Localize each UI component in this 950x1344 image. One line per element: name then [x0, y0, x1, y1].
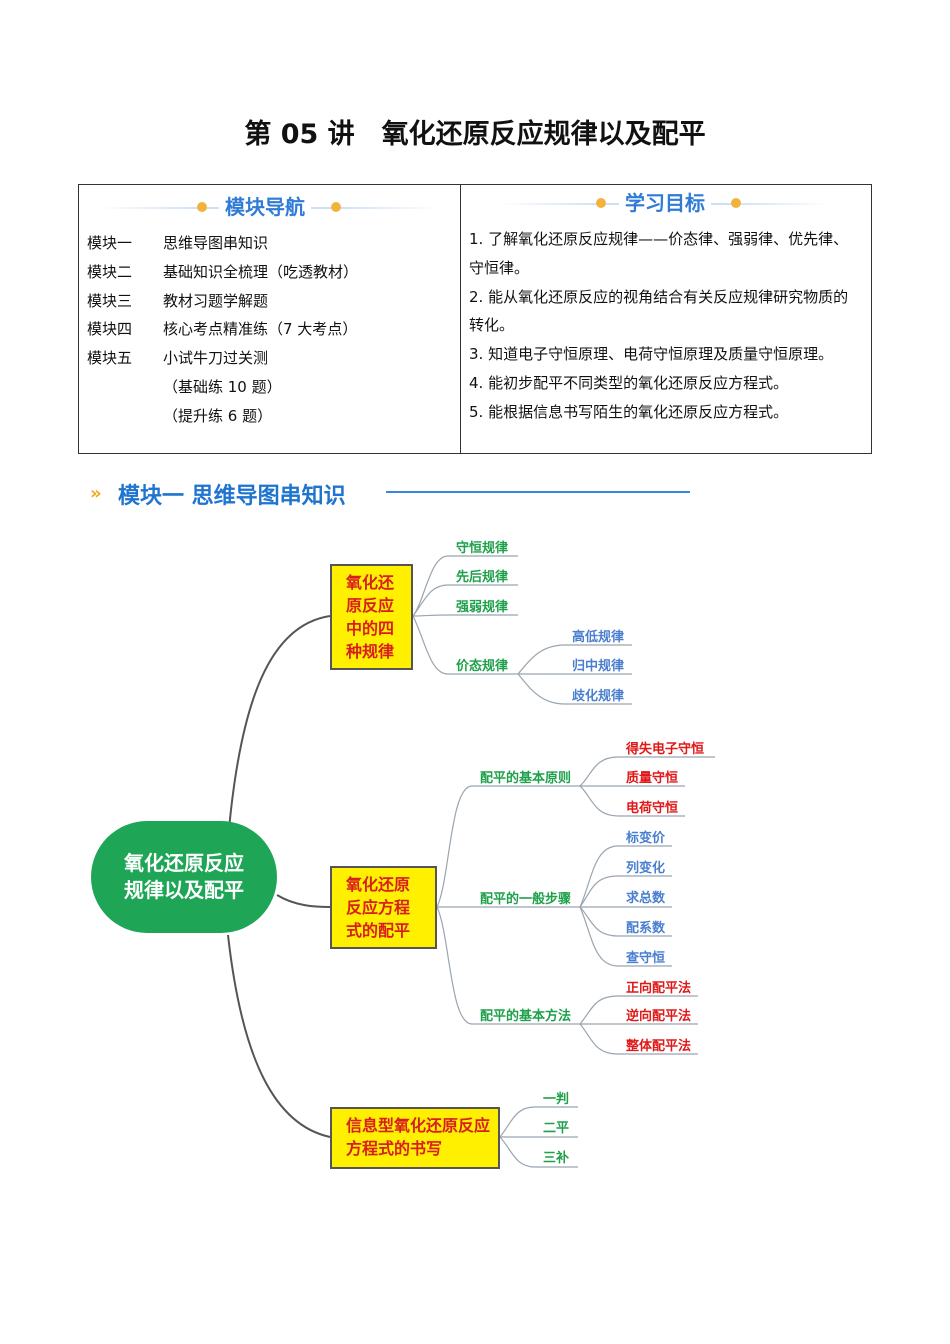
module-text: 教材习题学解题: [163, 291, 269, 310]
leaf-step-mark-valence: 标变价: [626, 831, 666, 846]
header-dot-icon: [731, 198, 741, 208]
leaf-order-rule: 先后规律: [456, 570, 509, 585]
learning-goals-heading: 学习目标: [619, 187, 711, 216]
module-item: 模块一 思维导图串知识: [87, 229, 358, 258]
module-key: 模块五: [87, 349, 133, 368]
branch-info-equations-label: 信息型氧化还原反应方程式的书写: [346, 1116, 491, 1158]
module-item: 模块二 基础知识全梳理（吃透教材）: [87, 258, 358, 287]
module-list: 模块一 思维导图串知识 模块二 基础知识全梳理（吃透教材） 模块三 教材习题学解题 模…: [87, 229, 358, 431]
section-header: » 模块一 思维导图串知识: [90, 478, 710, 510]
leaf-forward-method: 正向配平法: [626, 981, 692, 996]
leaf-judge: 一判: [543, 1092, 570, 1107]
section-title: 模块一 思维导图串知识: [118, 484, 346, 509]
mindmap-root-label: 氧化还原反应规律以及配平: [124, 851, 244, 902]
module-key: 模块三: [87, 291, 133, 310]
leaf-conservation-rule: 守恒规律: [456, 541, 509, 556]
sub-steps: 配平的一般步骤: [480, 892, 572, 907]
leaf-step-list-change: 列变化: [626, 861, 666, 876]
sub-principles: 配平的基本原则: [480, 771, 572, 786]
goal-item: 3. 知道电子守恒原理、电荷守恒原理及质量守恒原理。: [469, 345, 834, 364]
module-item: 模块四 核心考点精准练（7 大考点）: [87, 315, 358, 344]
branch-balancing: 氧化还原反应方程式的配平: [330, 866, 437, 949]
module-text: 基础知识全梳理（吃透教材）: [163, 262, 359, 281]
branch-balancing-label: 氧化还原反应方程式的配平: [346, 875, 411, 940]
leaf-overall-method: 整体配平法: [626, 1039, 692, 1054]
module-text: 小试牛刀过关测: [163, 349, 269, 368]
mindmap-root: 氧化还原反应规律以及配平: [91, 821, 277, 933]
sub-methods: 配平的基本方法: [480, 1009, 572, 1024]
module-nav-header: 模块导航: [79, 191, 460, 225]
module-text: 思维导图串知识: [163, 234, 269, 252]
goal-item: 4. 能初步配平不同类型的氧化还原反应方程式。: [469, 373, 789, 392]
goal-item: 5. 能根据信息书写陌生的氧化还原反应方程式。: [469, 402, 789, 421]
leaf-charge-conservation: 电荷守恒: [626, 801, 679, 816]
goal-list: 1. 了解氧化还原反应规律——价态律、强弱律、优先律、守恒律。 2. 能从氧化还…: [469, 225, 861, 427]
leaf-balance: 二平: [543, 1121, 570, 1136]
leaf-high-low-rule: 高低规律: [572, 630, 625, 645]
leaf-electron-conservation: 得失电子守恒: [626, 742, 705, 757]
leaf-comproportionation-rule: 归中规律: [572, 659, 625, 674]
leaf-supplement: 三补: [543, 1151, 570, 1166]
module-key: 模块四: [87, 320, 133, 339]
leaf-step-check: 查守恒: [626, 951, 666, 966]
section-underline: [386, 491, 690, 493]
goal-item: 1. 了解氧化还原反应规律——价态律、强弱律、优先律、守恒律。: [469, 230, 849, 277]
branch-info-equations: 信息型氧化还原反应方程式的书写: [330, 1107, 500, 1169]
leaf-disproportionation-rule: 歧化规律: [572, 689, 625, 704]
leaf-step-coefficients: 配系数: [626, 921, 666, 936]
module-text: 核心考点精准练（7 大考点）: [163, 320, 358, 339]
module-item: 模块五 小试牛刀过关测: [87, 344, 358, 373]
learning-goals-header: 学习目标: [461, 187, 871, 221]
module-key: 模块二: [87, 262, 133, 281]
leaf-step-total: 求总数: [626, 891, 666, 906]
module-text: （提升练 6 题）: [163, 406, 273, 425]
leaf-strength-rule: 强弱规律: [456, 600, 509, 615]
learning-goals: 学习目标 1. 了解氧化还原反应规律——价态律、强弱律、优先律、守恒律。 2. …: [461, 185, 871, 453]
goal-item: 2. 能从氧化还原反应的视角结合有关反应规律研究物质的转化。: [469, 287, 849, 335]
header-dot-icon: [197, 202, 207, 212]
module-item: 模块三 教材习题学解题: [87, 287, 358, 316]
branch-four-rules: 氧化还原反应中的四种规律: [330, 564, 413, 670]
module-text: （基础练 10 题）: [163, 377, 282, 396]
leaf-mass-conservation: 质量守恒: [626, 771, 679, 786]
header-dot-icon: [331, 202, 341, 212]
branch-four-rules-label: 氧化还原反应中的四种规律: [346, 573, 395, 661]
double-chevron-icon: »: [90, 483, 102, 504]
root-to-branch3-line: [227, 934, 331, 1138]
root-to-branch2-line: [276, 894, 331, 908]
page-title: 第 05 讲 氧化还原反应规律以及配平: [244, 119, 706, 150]
module-item: （基础练 10 题）: [87, 373, 358, 402]
leaf-valence-rule: 价态规律: [456, 659, 509, 674]
module-key: 模块一: [87, 234, 133, 252]
header-dot-icon: [596, 198, 606, 208]
module-navigation: 模块导航 模块一 思维导图串知识 模块二 基础知识全梳理（吃透教材） 模块三 教材习题…: [79, 185, 461, 453]
root-to-branch1-line: [227, 615, 331, 841]
module-nav-heading: 模块导航: [219, 191, 311, 220]
leaf-reverse-method: 逆向配平法: [626, 1009, 692, 1024]
module-item: （提升练 6 题）: [87, 402, 358, 431]
overview-table: 模块导航 模块一 思维导图串知识 模块二 基础知识全梳理（吃透教材） 模块三 教材习题…: [78, 184, 872, 454]
